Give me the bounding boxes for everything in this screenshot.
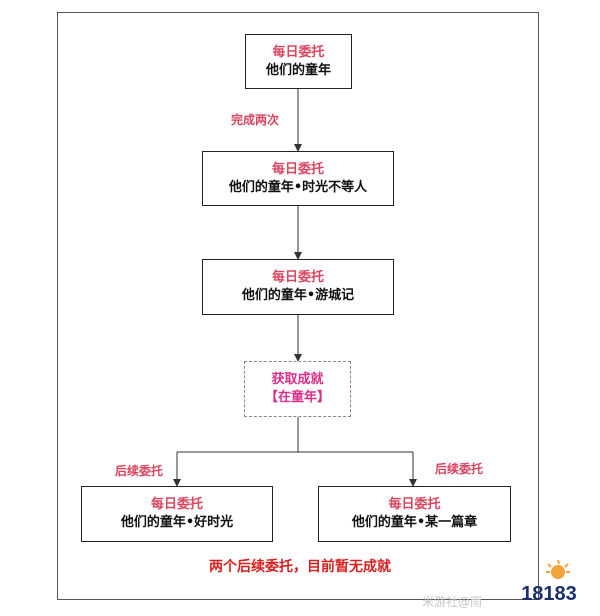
watermark-text: 米游社@雨 bbox=[421, 595, 482, 609]
node-title: 每日委托 bbox=[150, 497, 203, 513]
node-title: 每日委托 bbox=[388, 497, 441, 513]
edge-label-complete-twice: 完成两次 bbox=[231, 113, 280, 127]
node-daily-commission-time-waits: 每日委托 他们的童年•时光不等人 bbox=[202, 151, 394, 206]
node-daily-commission-chapter: 每日委托 他们的童年•某一篇章 bbox=[318, 486, 511, 542]
node-title: 每日委托 bbox=[271, 161, 324, 177]
node-subtitle: 【在童年】 bbox=[264, 390, 330, 405]
node-title: 每日委托 bbox=[272, 44, 325, 60]
node-daily-commission-city-tour: 每日委托 他们的童年•游城记 bbox=[202, 259, 394, 315]
node-daily-commission-childhood: 每日委托 他们的童年 bbox=[245, 34, 352, 89]
footer-note: 两个后续委托，目前暂无成就 bbox=[209, 559, 391, 575]
node-subtitle: 他们的童年 bbox=[265, 62, 331, 78]
site-logo: 18183 bbox=[521, 559, 577, 605]
node-achievement: 获取成就 【在童年】 bbox=[244, 361, 351, 417]
node-subtitle: 他们的童年•时光不等人 bbox=[228, 179, 368, 195]
node-subtitle: 他们的童年•游城记 bbox=[241, 288, 355, 303]
node-daily-commission-good-times: 每日委托 他们的童年•好时光 bbox=[81, 486, 273, 542]
logo-sunburst-icon bbox=[546, 559, 570, 579]
node-title: 每日委托 bbox=[271, 270, 324, 286]
node-subtitle: 他们的童年•好时光 bbox=[120, 515, 234, 530]
logo-text: 18183 bbox=[521, 583, 577, 605]
node-title: 获取成就 bbox=[271, 372, 324, 388]
edge-label-followup-left: 后续委托 bbox=[115, 464, 164, 478]
edge-label-followup-right: 后续委托 bbox=[435, 462, 484, 476]
node-subtitle: 他们的童年•某一篇章 bbox=[351, 515, 478, 530]
diagram-frame bbox=[57, 12, 539, 600]
